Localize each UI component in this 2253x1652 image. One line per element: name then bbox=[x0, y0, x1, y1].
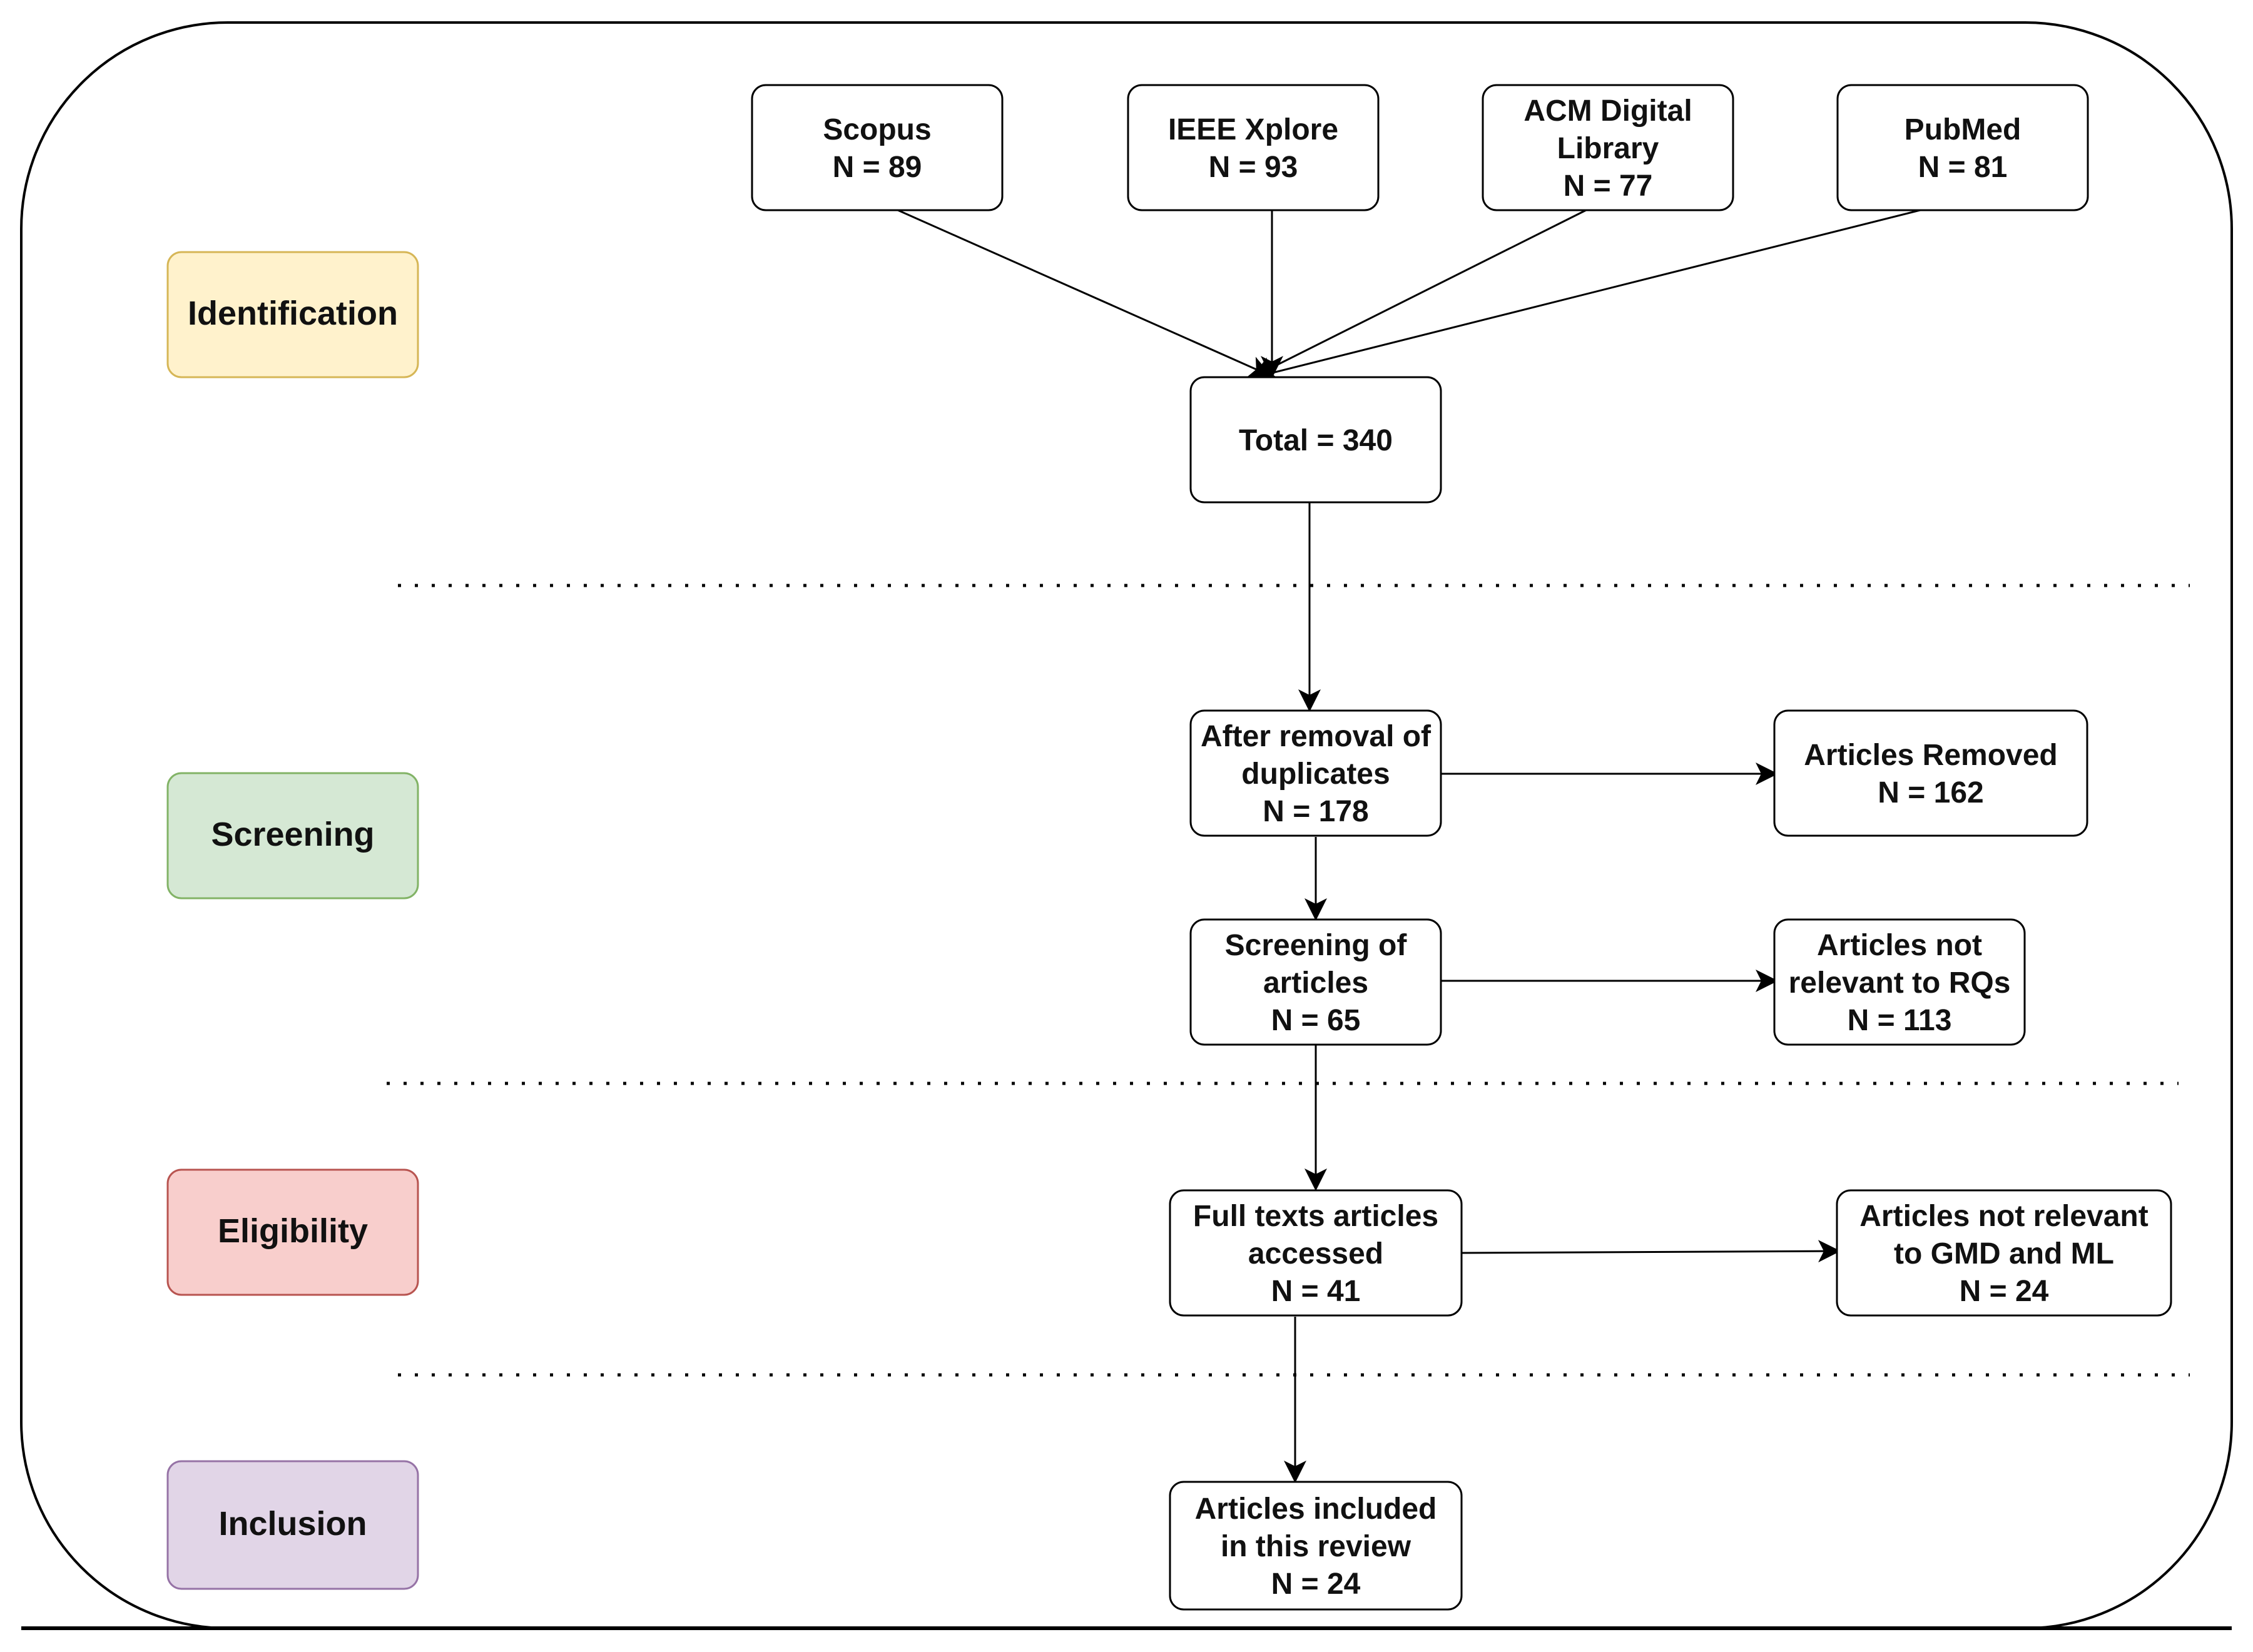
node-box bbox=[1836, 84, 2089, 211]
included-node: Articles included in this review N = 24 bbox=[1169, 1481, 1463, 1611]
removed-text: Articles Removed N = 162 bbox=[1804, 739, 2058, 809]
phase-inclusion: Inclusion bbox=[166, 1460, 419, 1590]
phase-label-inclusion: Inclusion bbox=[218, 1505, 367, 1543]
not-relevant-gmd-text: Articles not relevant to GMD and ML N = 24 bbox=[1859, 1200, 2149, 1308]
node-box bbox=[1169, 1481, 1463, 1611]
node-text-line: Articles included bbox=[1195, 1492, 1437, 1526]
node-text-line: relevant to RQs bbox=[1789, 966, 2011, 1000]
node-text-line: N = 162 bbox=[1878, 776, 1983, 809]
total-text: Total = 340 bbox=[1239, 424, 1393, 457]
phase-box bbox=[166, 251, 419, 378]
phase-eligibility: Eligibility bbox=[166, 1168, 419, 1296]
node-text-line: articles bbox=[1263, 966, 1368, 1000]
node-box bbox=[1773, 709, 2088, 837]
node-text-line: duplicates bbox=[1241, 758, 1390, 791]
source-pubmed-text: PubMed N = 81 bbox=[1905, 113, 2022, 184]
node-box bbox=[1773, 918, 2026, 1046]
node-text-line: N = 113 bbox=[1848, 1004, 1952, 1037]
node-text-line: N = 24 bbox=[1960, 1275, 2049, 1308]
screening-text: Screening of articles N = 65 bbox=[1225, 929, 1408, 1037]
node-box bbox=[1836, 1189, 2172, 1317]
phase-label-eligibility: Eligibility bbox=[218, 1212, 368, 1250]
dedup-node: After removal of duplicates N = 178 bbox=[1189, 709, 1442, 837]
source-ieee-xplore: IEEE Xplore N = 93 bbox=[1127, 84, 1380, 211]
phase-identification: Identification bbox=[166, 251, 419, 378]
node-text-line: Full texts articles bbox=[1193, 1200, 1438, 1233]
connectors bbox=[897, 209, 1921, 1483]
node-text-line: N = 24 bbox=[1271, 1568, 1361, 1601]
phase-box bbox=[166, 772, 419, 899]
not-relevant-rq-text: Articles not relevant to RQs N = 113 bbox=[1789, 929, 2011, 1037]
phase-label-identification: Identification bbox=[188, 295, 398, 332]
node-text-line: Scopus bbox=[823, 113, 931, 146]
node-text-line: N = 89 bbox=[833, 151, 922, 184]
not-relevant-rq-node: Articles not relevant to RQs N = 113 bbox=[1773, 918, 2026, 1046]
node-box bbox=[1169, 1189, 1463, 1317]
node-text-line: accessed bbox=[1248, 1237, 1383, 1270]
node-text-line: in this review bbox=[1221, 1530, 1411, 1563]
node-text-line: to GMD and ML bbox=[1894, 1237, 2114, 1270]
node-text-line: N = 81 bbox=[1918, 151, 2008, 184]
arrow-acm-total bbox=[1251, 209, 1587, 378]
node-text-line: Screening of bbox=[1225, 929, 1408, 962]
dedup-text: After removal of duplicates N = 178 bbox=[1201, 720, 1432, 828]
node-box bbox=[1189, 918, 1442, 1046]
arrow-fulltext-notgmd bbox=[1461, 1240, 1841, 1263]
node-text-line: After removal of bbox=[1201, 720, 1432, 753]
node-text-line: Library bbox=[1557, 132, 1659, 165]
node-text-line: Total = 340 bbox=[1239, 424, 1393, 457]
node-text-line: IEEE Xplore bbox=[1168, 113, 1338, 146]
phase-box bbox=[166, 1460, 419, 1590]
removed-node: Articles Removed N = 162 bbox=[1773, 709, 2088, 837]
node-box bbox=[1189, 376, 1442, 504]
fulltext-node: Full texts articles accessed N = 41 bbox=[1169, 1189, 1463, 1317]
node-text-line: ACM Digital bbox=[1523, 94, 1692, 128]
not-relevant-gmd-node: Articles not relevant to GMD and ML N = 24 bbox=[1836, 1189, 2172, 1317]
node-text-line: Articles Removed bbox=[1804, 739, 2058, 772]
node-box bbox=[1482, 84, 1734, 211]
source-scopus-text: Scopus N = 89 bbox=[823, 113, 931, 184]
node-box bbox=[1189, 709, 1442, 837]
phase-label-screening: Screening bbox=[211, 816, 374, 853]
node-text-line: N = 93 bbox=[1209, 151, 1298, 184]
total-node: Total = 340 bbox=[1189, 376, 1442, 504]
fulltext-text: Full texts articles accessed N = 41 bbox=[1193, 1200, 1438, 1308]
node-text-line: PubMed bbox=[1905, 113, 2022, 146]
node-box bbox=[1127, 84, 1380, 211]
phase-screening: Screening bbox=[166, 772, 419, 899]
screening-node: Screening of articles N = 65 bbox=[1189, 918, 1442, 1046]
node-box bbox=[751, 84, 1004, 211]
source-scopus: Scopus N = 89 bbox=[751, 84, 1004, 211]
source-ieee-xplore-text: IEEE Xplore N = 93 bbox=[1168, 113, 1338, 184]
node-text-line: N = 77 bbox=[1564, 170, 1653, 203]
phase-box bbox=[166, 1168, 419, 1296]
arrow-pubmed-total bbox=[1251, 209, 1921, 384]
arrow-scopus-total bbox=[897, 209, 1272, 378]
source-pubmed: PubMed N = 81 bbox=[1836, 84, 2089, 211]
node-text-line: N = 41 bbox=[1271, 1275, 1361, 1308]
included-text: Articles included in this review N = 24 bbox=[1195, 1492, 1437, 1601]
node-text-line: Articles not relevant bbox=[1859, 1200, 2149, 1233]
node-text-line: N = 178 bbox=[1263, 795, 1368, 828]
node-text-line: Articles not bbox=[1817, 929, 1982, 962]
node-text-line: N = 65 bbox=[1271, 1004, 1361, 1037]
